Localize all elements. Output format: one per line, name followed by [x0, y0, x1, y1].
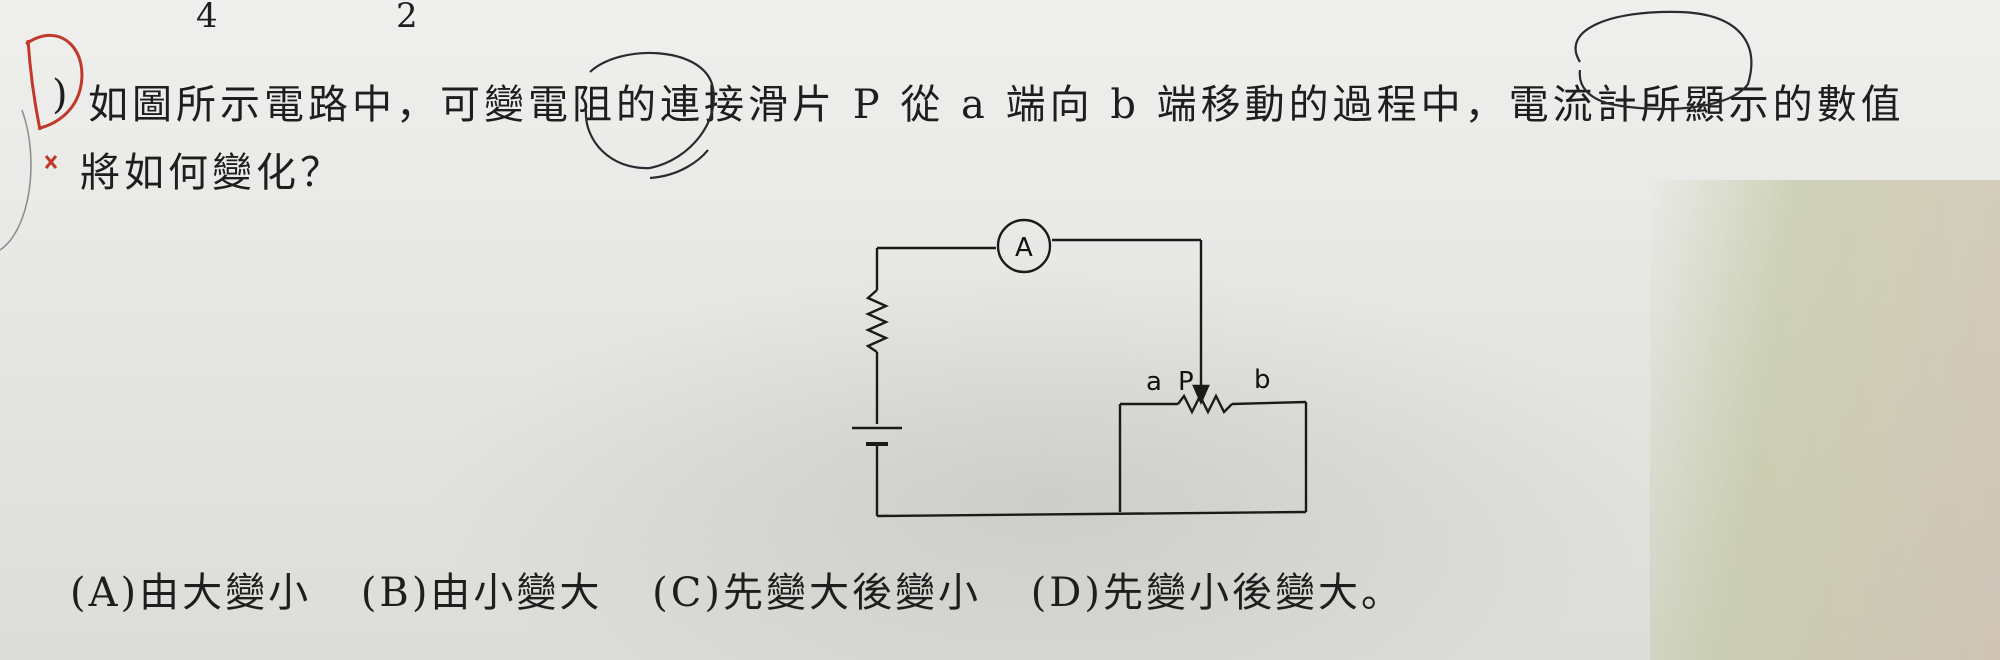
option-d: (D)先變小後變大。 — [1030, 570, 1404, 616]
pencil-circle-resistance — [584, 51, 715, 170]
previous-question-number: 4 — [196, 0, 218, 36]
ammeter-label: A — [1015, 233, 1033, 263]
previous-question-number: 2 — [396, 0, 418, 36]
ammeter-symbol — [996, 218, 1052, 274]
handwritten-answer-mark — [0, 33, 84, 251]
circuit-diagram — [852, 218, 1308, 518]
paper-shadow-center — [420, 260, 1670, 660]
option-b: (B)由小變大 — [360, 570, 603, 616]
question-line-2: 將如何變化？ — [80, 150, 344, 196]
question-line-1: 如圖所示電路中，可變電阻的連接滑片 P 從 a 端向 b 端移動的過程中，電流計… — [88, 82, 1905, 128]
pencil-circle-ammeter-text — [1574, 10, 1753, 111]
option-a: (A)由大變小 — [70, 570, 312, 616]
variable-resistor-symbol — [1177, 393, 1233, 415]
answer-paren: ) — [52, 72, 68, 118]
option-c: (C)先變大後變小 — [652, 570, 981, 616]
slider-p-label: P — [1178, 367, 1194, 397]
terminal-b-label: b — [1254, 365, 1271, 395]
answer-options: (A)由大變小 (B)由小變大 (C)先變大後變小 (D)先變小後變大。 — [70, 560, 1438, 618]
paper-shadow-right — [1650, 180, 2000, 660]
terminal-a-label: a — [1146, 367, 1162, 397]
slider-arrow-head — [1192, 384, 1210, 405]
fixed-resistor-symbol — [865, 289, 889, 353]
